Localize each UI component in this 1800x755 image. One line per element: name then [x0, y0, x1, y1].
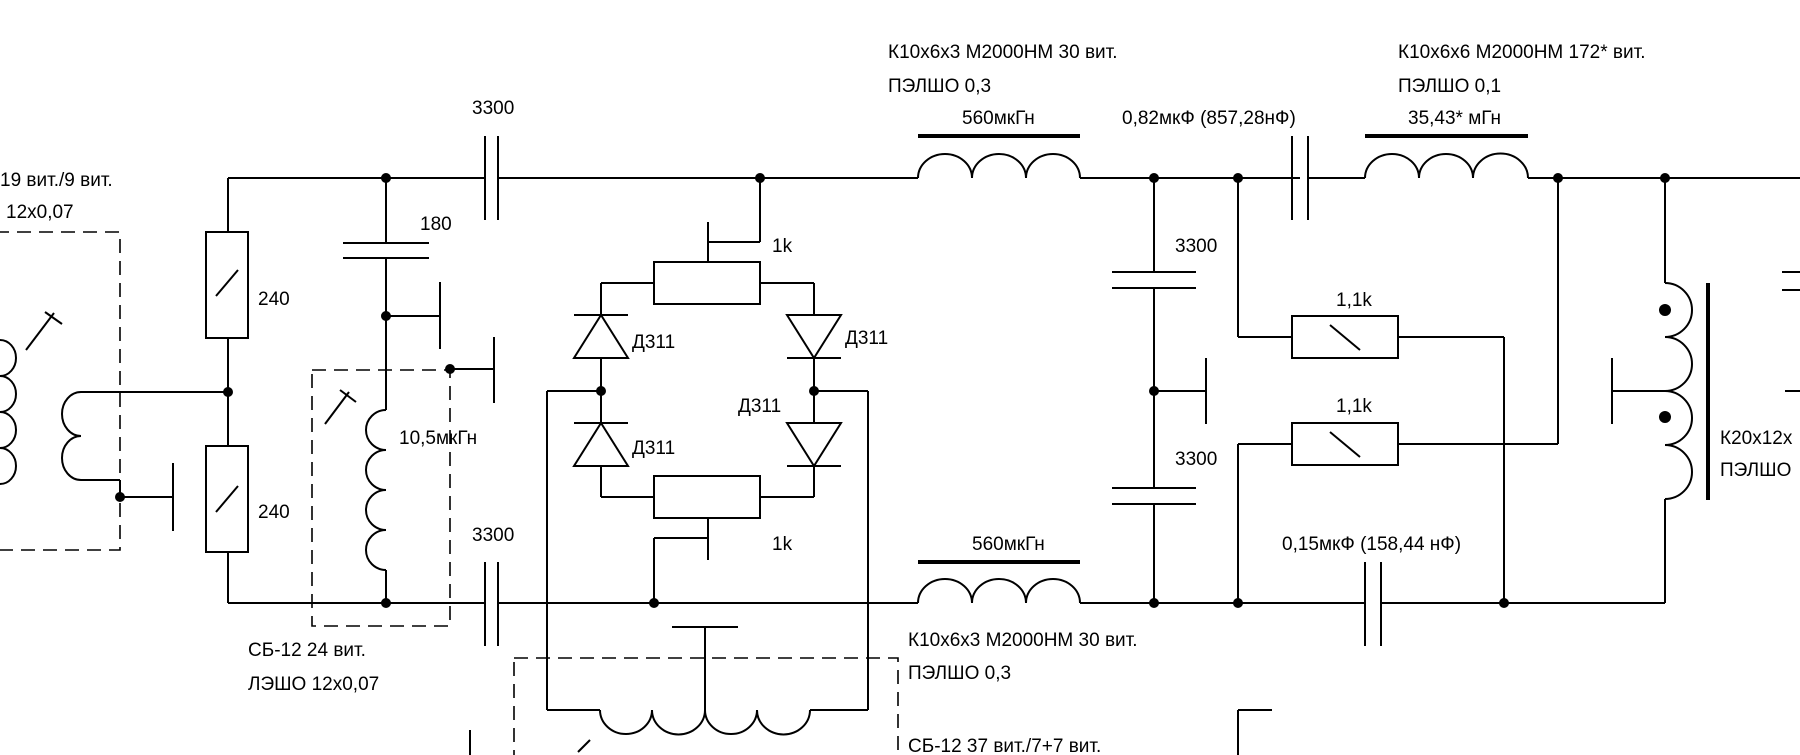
label-l2-wire: ПЭЛШО 0,3: [908, 663, 1011, 684]
label-input-wire: 12х0,07: [6, 202, 74, 223]
label-l3-core: К10х6х6 М2000НМ 172* вит.: [1398, 42, 1646, 63]
label-c-shunt-top: 3300: [1175, 236, 1217, 257]
label-l1-value: 560мкГн: [962, 108, 1035, 129]
label-l-var-turns: СБ-12 24 вит.: [248, 640, 366, 661]
diode-ring-mixer: [546, 178, 869, 710]
shunt-capacitors-3300: [1112, 178, 1207, 603]
label-l2-value: 560мкГн: [972, 534, 1045, 555]
lower-transformer: [469, 626, 899, 755]
label-c-in-bottom: 3300: [472, 525, 514, 546]
label-t-bottom-turns: СБ-12 37 вит./7+7 вит.: [908, 736, 1101, 755]
label-pot-bottom: 1k: [772, 534, 793, 555]
label-c-015: 0,15мкФ (158,44 нФ): [1282, 534, 1461, 555]
label-pot-top: 1k: [772, 236, 793, 257]
variable-inductor-10-5uh: [311, 316, 495, 627]
label-r-11k-bottom: 1,1k: [1336, 396, 1372, 417]
label-l3-value: 35,43* мГн: [1408, 108, 1501, 129]
label-t-out-wire: ПЭЛШО: [1720, 460, 1791, 481]
bottom-rail-left: [228, 598, 485, 608]
label-l2-core: К10х6х3 М2000НМ 30 вит.: [908, 630, 1138, 651]
inductor-35-43mh: [1364, 134, 1800, 183]
inductor-560uh-top: [760, 134, 1300, 183]
label-d-lower-left: Д311: [632, 438, 675, 459]
capacitor-0-82uf: [1291, 136, 1365, 220]
label-d-upper-right: Д311: [845, 328, 888, 349]
label-c-082: 0,82мкФ (857,28нФ): [1122, 108, 1296, 129]
capacitor-180: [343, 178, 441, 349]
resistor-240-top: [205, 231, 249, 397]
capacitor-3300-top-input: [484, 136, 765, 220]
label-r-bottom: 240: [258, 502, 290, 523]
label-r-11k-top: 1,1k: [1336, 290, 1372, 311]
label-d-upper-left: Д311: [632, 332, 675, 353]
label-c-180: 180: [420, 214, 452, 235]
label-l3-wire: ПЭЛШО 0,1: [1398, 76, 1501, 97]
label-c-in-top: 3300: [472, 98, 514, 119]
capacitor-0-15uf: [1364, 562, 1665, 646]
output-transformer: [1611, 178, 1800, 603]
label-t-out-core: К20х12х: [1720, 428, 1793, 449]
label-c-shunt-bottom: 3300: [1175, 449, 1217, 470]
resistor-1-1k-top: [1237, 178, 1509, 608]
label-l-var-wire: ЛЭШО 12х0,07: [248, 674, 379, 695]
label-r-top: 240: [258, 289, 290, 310]
label-l-var-value: 10,5мкГн: [399, 428, 477, 449]
resistor-240-bottom: [205, 392, 249, 603]
ground-bottom: [1237, 709, 1272, 755]
label-d-lower-right: Д311: [738, 396, 781, 417]
inductor-560uh-bottom: [917, 560, 1365, 608]
input-transformer: [0, 231, 228, 551]
label-l1-core: К10х6х3 М2000НМ 30 вит.: [888, 42, 1118, 63]
capacitor-3300-bottom-input: [484, 562, 918, 646]
label-l1-wire: ПЭЛШО 0,3: [888, 76, 991, 97]
resistor-1-1k-bottom: [1237, 178, 1559, 603]
label-input-turns: 19 вит./9 вит.: [0, 170, 113, 191]
